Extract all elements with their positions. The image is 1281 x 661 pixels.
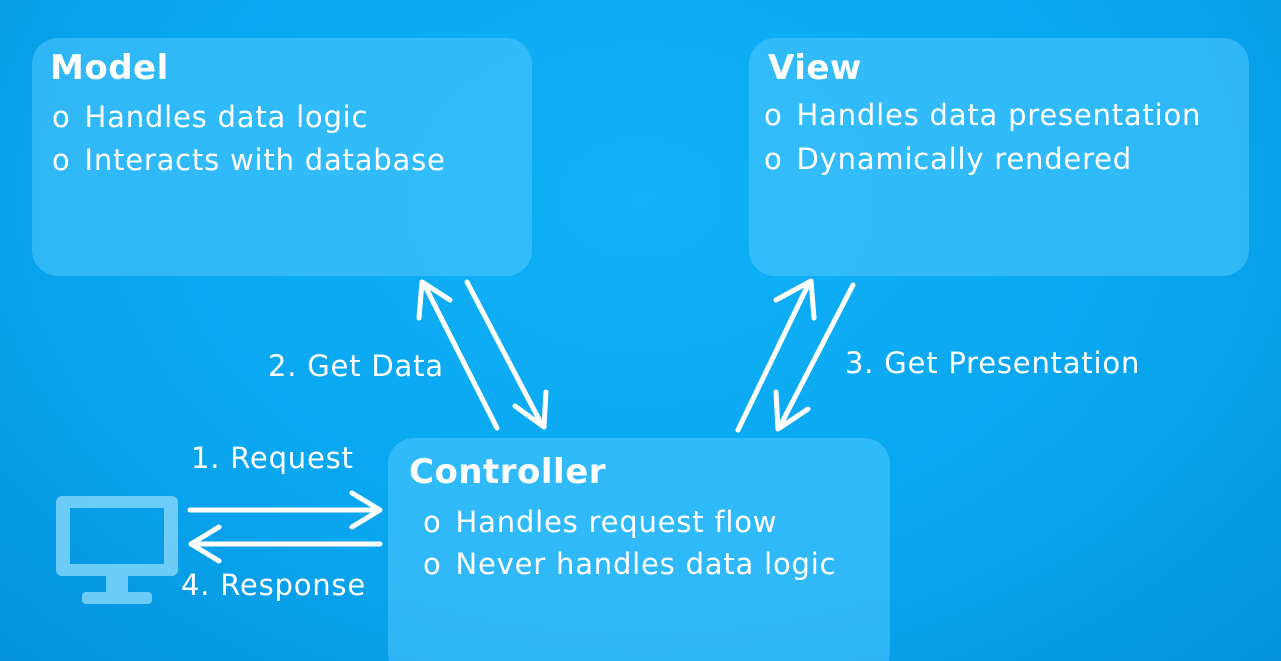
label-get-presentation: 3. Get Presentation [845,346,1141,380]
label-get-data: 2. Get Data [268,349,444,383]
label-request: 1. Request [191,441,354,475]
arrow-request [187,490,383,530]
bullet-mark: o [423,547,442,581]
bullet-mark: o [423,505,442,539]
model-box [32,38,532,276]
view-bullet-1: o Handles data presentation [764,98,1201,132]
view-bullet-1-text: Handles data presentation [796,98,1202,132]
view-box [749,38,1249,276]
controller-title: Controller [409,452,607,492]
bullet-mark: o [764,98,783,132]
controller-bullet-2-text: Never handles data logic [455,547,837,581]
arrow-response [188,524,383,564]
arrow-controller-to-model [416,279,500,431]
view-bullet-2: o Dynamically rendered [764,142,1132,176]
model-bullet-2-text: Interacts with database [84,143,446,177]
label-response: 4. Response [181,568,366,602]
bullet-mark: o [52,100,71,134]
arrow-view-to-controller [773,282,856,432]
view-title: View [768,48,862,88]
controller-bullet-1-text: Handles request flow [455,505,778,539]
model-title: Model [50,48,169,88]
model-bullet-1-text: Handles data logic [84,100,369,134]
controller-box [388,438,890,661]
arrow-controller-to-view [735,278,817,433]
computer-monitor-icon [56,496,178,604]
bullet-mark: o [52,143,71,177]
model-bullet-2: o Interacts with database [52,143,446,177]
arrow-model-to-controller [464,279,549,430]
bullet-mark: o [764,142,783,176]
controller-bullet-1: o Handles request flow [423,505,777,539]
controller-bullet-2: o Never handles data logic [423,547,836,581]
view-bullet-2-text: Dynamically rendered [796,142,1132,176]
model-bullet-1: o Handles data logic [52,100,368,134]
